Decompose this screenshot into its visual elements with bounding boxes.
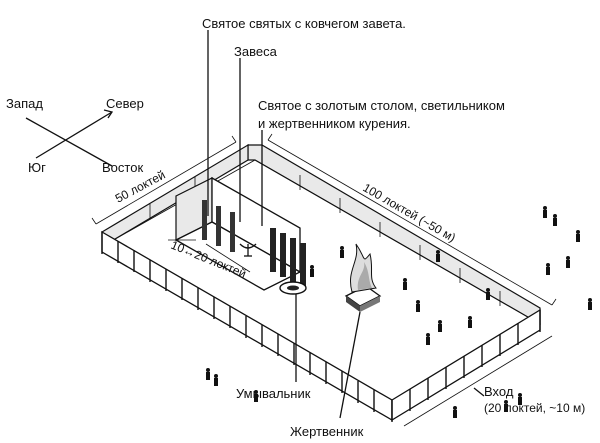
people (206, 206, 592, 418)
compass: Запад Север Юг Восток (6, 96, 144, 175)
labels: Святое святых с ковчегом завета. Завеса … (202, 16, 585, 439)
callout-lines (207, 30, 485, 419)
courtyard (101, 143, 541, 422)
tent-pillars (202, 200, 306, 287)
altar-icon (344, 243, 382, 312)
menorah-icon (239, 243, 257, 257)
label-veil: Завеса (234, 44, 278, 59)
compass-south: Юг (28, 160, 46, 175)
laver-icon (279, 281, 307, 295)
entrance-wall-posts (409, 310, 541, 411)
label-entrance-size: (20 локтей, ~10 м) (484, 401, 585, 415)
compass-north: Север (106, 96, 144, 111)
label-holy-place-line1: Святое с золотым столом, светильником (258, 98, 505, 113)
front-wall-posts (101, 232, 393, 422)
label-laver: Умывальник (236, 386, 311, 401)
label-holy-of-holies: Святое святых с ковчегом завета. (202, 16, 406, 31)
compass-west: Запад (6, 96, 43, 111)
far-wall-posts (149, 175, 501, 306)
label-entrance: Вход (484, 384, 514, 399)
label-altar: Жертвенник (290, 424, 364, 439)
tabernacle-tent: 10↔20 локтей (168, 176, 306, 291)
compass-east: Восток (102, 160, 143, 175)
label-holy-place-line2: и жертвенником курения. (258, 116, 411, 131)
